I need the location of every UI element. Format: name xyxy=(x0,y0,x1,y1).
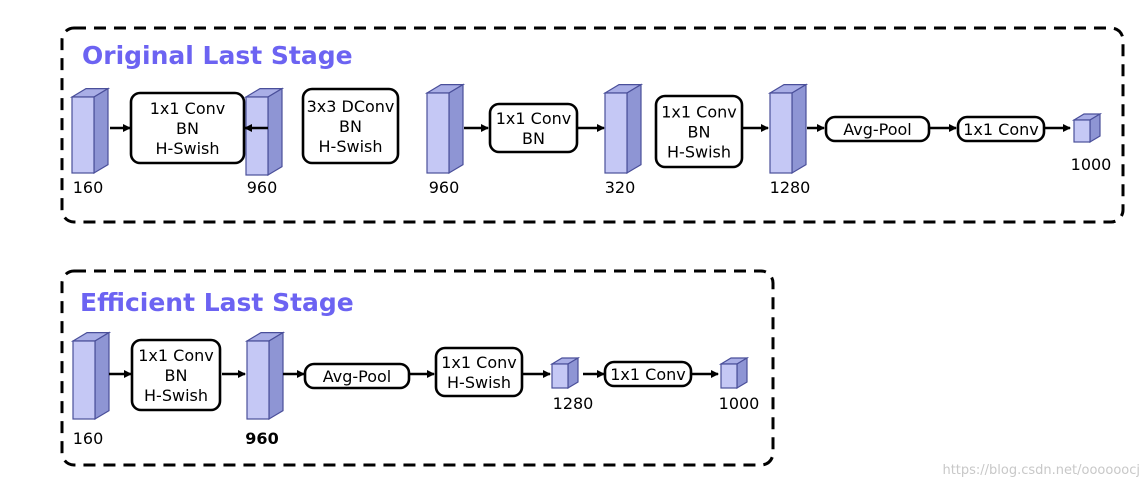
tensor-front-face xyxy=(604,92,628,174)
tensor-side-face xyxy=(791,83,807,175)
tensor-6: 1000 xyxy=(1071,112,1112,174)
tensor-channel-label: 160 xyxy=(73,429,104,448)
tensor-side-face xyxy=(93,87,109,175)
tensor-front-face xyxy=(71,96,95,174)
tensor-channel-label: 960 xyxy=(245,429,278,448)
tensor-2: 960 xyxy=(244,331,286,448)
tensor-channel-label: 1280 xyxy=(553,394,594,413)
tensor-front-face xyxy=(1073,119,1091,143)
efficient-stage-panel: Efficient Last Stage 160 960 1280 1000 1x1 C… xyxy=(60,269,775,467)
tensor-front-face xyxy=(426,92,450,174)
tensor-side-face xyxy=(268,331,284,421)
layer-label: 1x1 Conv xyxy=(138,346,213,365)
layer-label: H-Swish xyxy=(144,386,208,405)
layer-box xyxy=(303,362,411,390)
tensor-front-face xyxy=(769,92,793,174)
layer-label: BN xyxy=(176,119,199,138)
layer-box xyxy=(654,94,744,169)
layer-label: BN xyxy=(165,366,188,385)
layer-box xyxy=(434,346,524,398)
tensor-front-face xyxy=(551,363,569,389)
layer-label: 1x1 Conv xyxy=(610,365,685,384)
layer-label: BN xyxy=(522,129,545,148)
tensor-3: 960 xyxy=(424,83,466,197)
original-stage-panel: Original Last Stage 160 960 960 320 1280 1000… xyxy=(60,26,1125,224)
layer-block-5: Avg-Pool xyxy=(824,115,931,143)
tensor-channel-label: 960 xyxy=(429,178,460,197)
layer-box xyxy=(488,102,579,154)
tensor-side-face xyxy=(567,356,579,390)
tensor-front-face xyxy=(245,96,269,176)
layer-label: 1x1 Conv xyxy=(150,99,225,118)
original-stage-title: Original Last Stage xyxy=(82,41,353,70)
tensor-2: 960 xyxy=(243,87,285,197)
layer-label: 1x1 Conv xyxy=(496,109,571,128)
layer-box xyxy=(956,115,1046,143)
layer-label: H-Swish xyxy=(667,143,731,162)
tensor-channel-label: 160 xyxy=(73,178,104,197)
layer-label: H-Swish xyxy=(156,139,220,158)
layer-box xyxy=(603,360,693,388)
tensor-channel-label: 320 xyxy=(605,178,636,197)
layer-label: BN xyxy=(339,117,362,136)
layer-label: 1x1 Conv xyxy=(441,353,516,372)
tensor-5: 1280 xyxy=(767,83,811,197)
layer-label: H-Swish xyxy=(447,373,511,392)
tensor-front-face xyxy=(720,363,738,389)
tensor-side-face xyxy=(94,331,110,421)
layer-box xyxy=(130,338,222,412)
tensor-front-face xyxy=(246,340,270,420)
tensor-side-face xyxy=(626,83,642,175)
layer-block-6: 1x1 Conv xyxy=(956,115,1046,143)
tensor-channel-label: 1000 xyxy=(719,394,760,413)
tensor-side-face xyxy=(448,83,464,175)
tensor-channel-label: 1000 xyxy=(1071,155,1112,174)
layer-label: Avg-Pool xyxy=(323,367,392,386)
layer-block-2: Avg-Pool xyxy=(303,362,411,390)
layer-box xyxy=(301,87,400,165)
efficient-stage-border xyxy=(60,269,775,467)
tensor-1: 160 xyxy=(70,331,112,448)
watermark: https://blog.csdn.net/oooooocj xyxy=(942,463,1140,478)
tensor-front-face xyxy=(72,340,96,420)
layer-label: 1x1 Conv xyxy=(661,103,736,122)
layer-label: BN xyxy=(688,123,711,142)
tensor-4: 1000 xyxy=(719,356,760,413)
layer-label: 3x3 DConv xyxy=(307,97,395,116)
original-stage-border xyxy=(60,26,1125,224)
tensor-channel-label: 960 xyxy=(247,178,278,197)
tensor-side-face xyxy=(267,87,283,177)
layer-label: Avg-Pool xyxy=(843,120,912,139)
tensor-3: 1280 xyxy=(549,356,594,413)
tensor-1: 160 xyxy=(69,87,111,197)
tensor-channel-label: 1280 xyxy=(770,178,811,197)
layer-block-4: 1x1 Conv xyxy=(603,360,693,388)
layer-label: H-Swish xyxy=(319,137,383,156)
tensor-4: 320 xyxy=(602,83,644,197)
efficient-stage-title: Efficient Last Stage xyxy=(80,288,354,317)
tensor-side-face xyxy=(736,356,748,390)
layer-label: 1x1 Conv xyxy=(963,120,1038,139)
